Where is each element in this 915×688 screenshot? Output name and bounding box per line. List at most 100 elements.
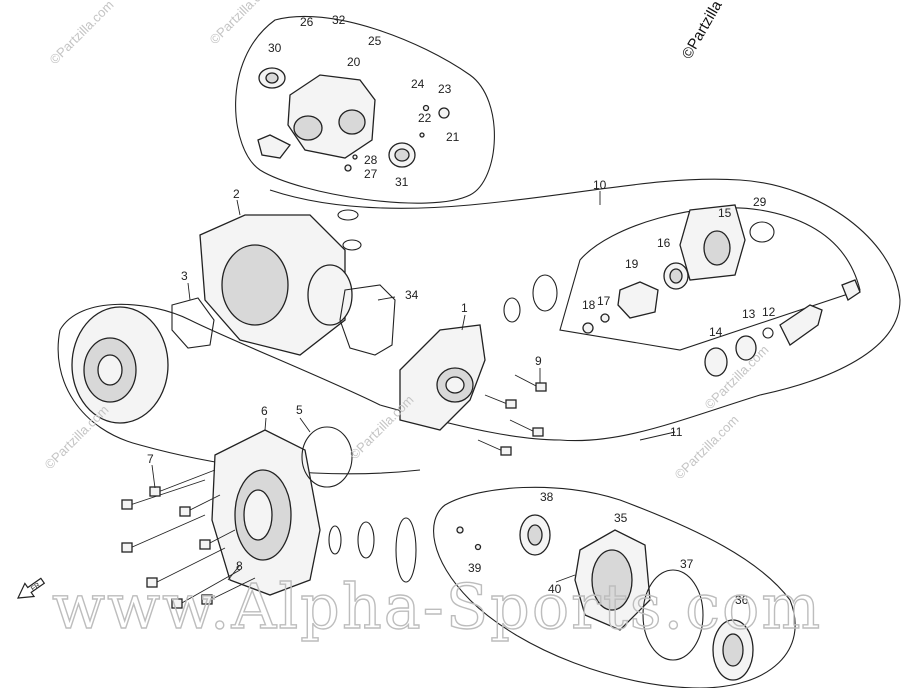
bolt-8a: [129, 514, 206, 549]
group-outline-left: [57, 329, 421, 475]
partzilla-watermark-1: ©Partzilla.com: [47, 0, 117, 67]
callout-31: 31: [395, 175, 409, 189]
group-outline-top: [235, 15, 495, 204]
callout-14: 14: [709, 325, 723, 339]
part-2-case: [199, 214, 353, 356]
group-outline-right-inner: [559, 207, 861, 351]
o-ring-f: [357, 521, 375, 559]
bolt-9d-head: [500, 446, 512, 456]
partzilla-corner-mark: ©Partzilla: [679, 0, 726, 62]
o-ring-c: [503, 297, 521, 323]
callout-36: 36: [735, 593, 749, 607]
callout-19: 19: [625, 257, 639, 271]
leader-3: [187, 282, 191, 301]
bolt-8d-head: [201, 594, 213, 605]
bolt-7b-head: [149, 486, 161, 497]
callout-labels: 1 2 3 5 6 7 8 9 10 11 12 13 14 15 16 17 …: [147, 13, 776, 607]
ring-gear-bore: [97, 354, 123, 386]
bolt-9c-head: [532, 427, 544, 437]
site-watermark: www.Alpha-Sports.com: [52, 570, 822, 643]
part-31-seal-bore: [394, 148, 410, 162]
part-13-bearing: [735, 335, 757, 361]
bolt-8d: [209, 577, 256, 601]
callout-23: 23: [438, 82, 452, 96]
part-39-pin: [474, 543, 482, 551]
bolt-8e: [185, 494, 221, 513]
callout-29: 29: [753, 195, 767, 209]
part-17-washer: [600, 313, 610, 323]
callout-1: 1: [461, 301, 468, 315]
part-30-seal-bore: [265, 72, 279, 84]
group-outline-main: [59, 178, 901, 442]
part-21-pin: [419, 132, 425, 138]
callout-27: 27: [364, 167, 378, 181]
callout-18: 18: [582, 298, 596, 312]
callout-11: 11: [670, 425, 683, 439]
callout-20: 20: [347, 55, 361, 69]
partzilla-watermark-3: ©Partzilla.com: [42, 402, 112, 472]
part-5-oring: [301, 426, 353, 488]
pinion-shaft: [779, 304, 823, 346]
part-38-bore: [527, 524, 543, 546]
bolt-7a: [129, 479, 206, 506]
leader-34: [377, 296, 396, 301]
part-12-ring: [762, 327, 774, 339]
part-34-gasket: [339, 284, 396, 356]
callout-10: 10: [593, 178, 607, 192]
callout-21: 21: [446, 130, 460, 144]
bolt-9a-head: [535, 382, 547, 392]
right-assembly: [582, 204, 861, 377]
o-ring-d: [532, 274, 558, 312]
partzilla-watermark-4: ©Partzilla.com: [347, 392, 417, 462]
callout-3: 3: [181, 269, 188, 283]
leader-40: [555, 574, 576, 583]
callout-13: 13: [742, 307, 756, 321]
callout-22: 22: [418, 111, 432, 125]
leader-11: [639, 431, 676, 441]
callout-25: 25: [368, 34, 382, 48]
o-ring-e: [328, 525, 342, 555]
callout-8: 8: [236, 559, 243, 573]
part-23-nut: [438, 107, 450, 119]
part-3-gasket: [171, 297, 215, 349]
part-7-8-bolts: [121, 469, 256, 609]
part-37-oring: [642, 569, 704, 661]
callout-34: 34: [405, 288, 419, 302]
bolt-8e-head: [179, 506, 191, 517]
leader-2: [236, 199, 241, 216]
leader-6: [264, 417, 267, 431]
part-9-bolts: [477, 374, 547, 456]
part-29-oring: [749, 221, 775, 243]
part-14-seal: [704, 347, 728, 377]
part-20-bracket: [257, 134, 291, 159]
part-1-cover: [399, 324, 486, 431]
leader-7: [151, 464, 156, 489]
bottom-assembly: [456, 514, 754, 681]
leader-1: [461, 314, 466, 331]
bolt-8a-head: [121, 542, 133, 553]
bolt-8f: [205, 529, 236, 546]
part-20-cluster: [257, 67, 450, 172]
leader-8: [227, 564, 241, 581]
callout-32: 32: [332, 13, 346, 27]
part-6-housing: [211, 429, 321, 596]
callout-5: 5: [296, 403, 303, 417]
callout-16: 16: [657, 236, 671, 250]
callout-40: 40: [548, 582, 562, 596]
callout-12: 12: [762, 305, 776, 319]
callout-26: 26: [300, 15, 314, 29]
o-ring-g: [395, 517, 417, 583]
callout-6: 6: [261, 404, 268, 418]
part-19-flange: [617, 281, 659, 319]
callout-28: 28: [364, 153, 378, 167]
ring-gear-assembly: [71, 306, 169, 424]
bolt-7b: [157, 469, 216, 493]
part-24-washer: [422, 104, 430, 112]
leader-5: [299, 417, 311, 433]
o-ring-a: [337, 209, 359, 221]
partzilla-watermark-2: ©Partzilla.com: [207, 0, 277, 47]
front-arrow-icon: FR: [17, 577, 46, 599]
bolt-8b-head: [146, 577, 158, 588]
part-16-bore: [669, 268, 683, 284]
